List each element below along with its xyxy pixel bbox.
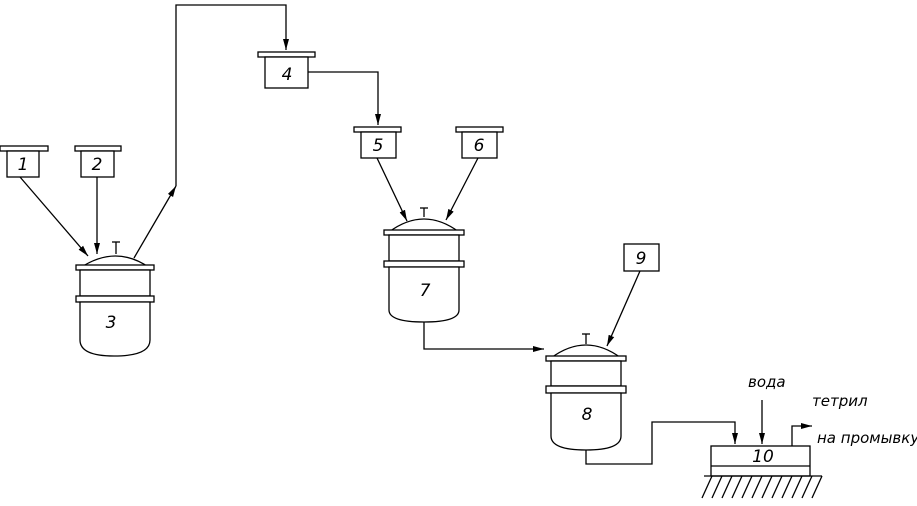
filter-10: 10 <box>701 445 823 499</box>
hopper-5-label: 5 <box>373 136 384 156</box>
edge-8-10 <box>585 421 738 465</box>
edge-9-8 <box>606 270 641 347</box>
edge-7-8 <box>423 322 544 352</box>
edge-6-7 <box>445 157 479 221</box>
hopper-5: 5 <box>353 126 402 159</box>
hopper-2-label: 2 <box>92 155 103 175</box>
hopper-2: 2 <box>74 145 122 178</box>
ground-hatch <box>701 475 823 499</box>
box-9-label: 9 <box>636 249 647 269</box>
filter-10-label: 10 <box>752 447 774 467</box>
box-9: 9 <box>623 243 660 272</box>
reactor-8: 8 <box>545 333 627 451</box>
reactor-3: 3 <box>75 241 155 357</box>
hopper-4: 4 <box>257 51 316 89</box>
water-label: вода <box>748 373 786 391</box>
edge-4-5 <box>308 71 381 125</box>
hopper-4-label: 4 <box>282 65 293 85</box>
hopper-1: 1 <box>0 145 49 178</box>
edge-3-4-a <box>133 185 177 259</box>
edge-3-4-b <box>175 4 289 186</box>
reactor-7-label: 7 <box>420 281 431 301</box>
product-outlet-arrow <box>791 423 812 446</box>
edge-1-3 <box>19 176 89 257</box>
hopper-6-label: 6 <box>474 136 485 156</box>
reactor-3-label: 3 <box>106 313 117 333</box>
hopper-1-label: 1 <box>18 155 29 175</box>
reactor-8-label: 8 <box>582 405 593 425</box>
wash-label: на промывку <box>817 429 917 447</box>
reactor-7: 7 <box>383 207 465 323</box>
product-label: тетрил <box>812 392 868 410</box>
edge-5-7 <box>376 157 408 222</box>
flow-lines <box>19 4 812 465</box>
hopper-6: 6 <box>455 126 504 159</box>
